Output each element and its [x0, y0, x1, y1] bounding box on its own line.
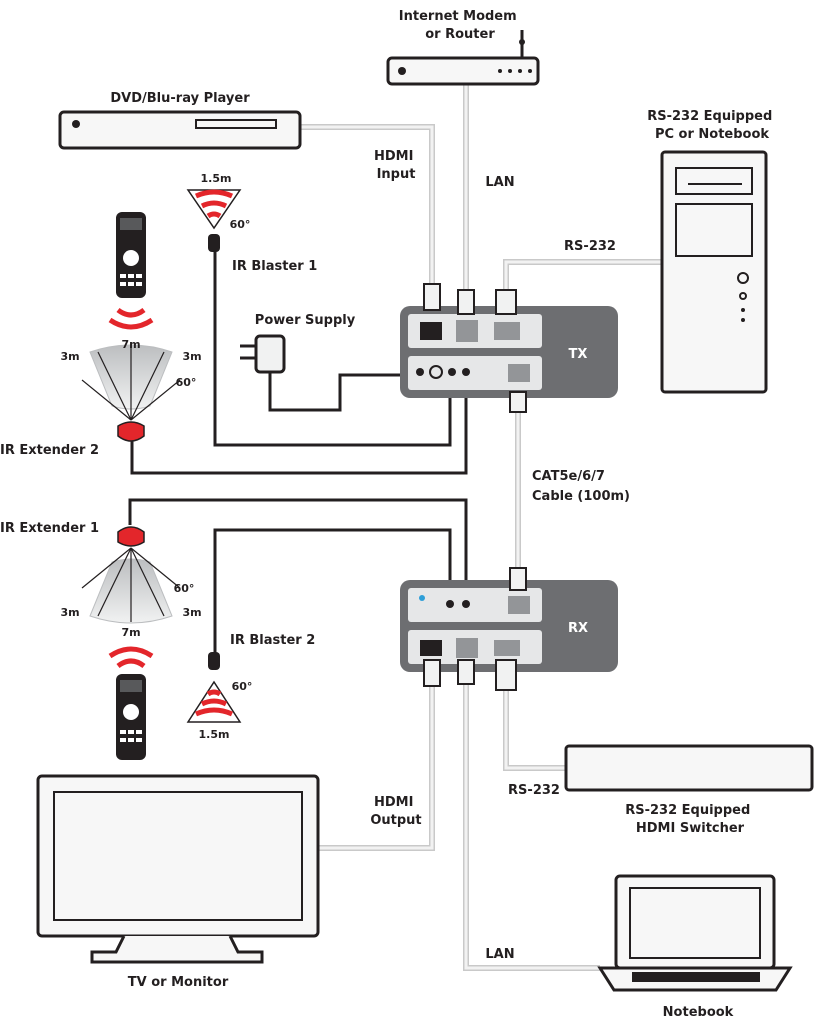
ir-blaster1	[186, 189, 242, 252]
remote-control-bottom	[108, 646, 154, 760]
rs232-top-label: RS-232	[564, 239, 616, 254]
notebook-device	[597, 874, 793, 992]
ir-blaster1-angle: 60°	[230, 218, 251, 231]
ir-extender2-fan	[81, 344, 181, 442]
ir-extender1-angle: 60°	[174, 582, 195, 595]
ir-blaster2-wire	[213, 528, 452, 655]
lan-bottom-label: LAN	[485, 947, 514, 962]
ir-extender1-label: IR Extender 1	[0, 521, 99, 536]
cat-cable-line2: Cable (100m)	[532, 489, 630, 504]
ir-blaster1-wire	[213, 250, 452, 447]
pc-tower-device	[660, 150, 768, 394]
tx-label: TX	[569, 347, 588, 362]
power-supply-label: Power Supply	[255, 313, 356, 328]
cat-cable-label: CAT5e/6/7 Cable (100m)	[532, 469, 630, 504]
power-supply-device	[240, 334, 286, 374]
ir-extender1-right-range: 3m	[182, 606, 201, 619]
switcher-label-line1: RS-232 Equipped	[625, 803, 750, 818]
tv-monitor-device	[36, 774, 320, 964]
dvd-player-label: DVD/Blu-ray Player	[110, 91, 250, 106]
pc-label: RS-232 Equipped PC or Notebook	[647, 109, 777, 142]
ir-blaster2	[186, 652, 242, 723]
hdmi-output-line1: HDMI	[374, 795, 413, 810]
pc-label-line1: RS-232 Equipped	[647, 109, 772, 124]
rs232-cable-bottom	[503, 690, 566, 771]
lan-top-label: LAN	[485, 175, 514, 190]
modem-label-line1: Internet Modem	[399, 9, 517, 24]
ir-blaster2-angle: 60°	[232, 680, 253, 693]
cat-cable-line1: CAT5e/6/7	[532, 469, 605, 484]
modem-label-line2: or Router	[425, 27, 495, 42]
rx-label: RX	[568, 621, 588, 636]
ir-extender2-right-range: 3m	[182, 350, 201, 363]
rs232-bottom-label: RS-232	[508, 783, 560, 798]
ir-extender2-label: IR Extender 2	[0, 443, 99, 458]
ir-extender2-wire	[130, 375, 468, 475]
hdmi-output-line2: Output	[370, 813, 421, 828]
remote-control-top	[108, 212, 154, 330]
ir-extender1-center-range: 7m	[121, 626, 140, 639]
hdmi-switcher-device	[564, 744, 814, 792]
ir-blaster2-range: 1.5m	[199, 728, 230, 741]
ir-extender2-left-range: 3m	[60, 350, 79, 363]
rx-unit	[400, 567, 618, 691]
hdmi-input-label: HDMI Input	[374, 149, 418, 182]
ir-wires	[128, 250, 468, 655]
power-supply-wire	[268, 370, 418, 412]
ir-extender1-fan	[81, 526, 181, 624]
cables	[300, 85, 662, 971]
ir-extender1-wire	[128, 498, 468, 590]
ir-extender2-angle: 60°	[176, 376, 197, 389]
tx-unit	[400, 283, 618, 413]
ir-extender1-left-range: 3m	[60, 606, 79, 619]
hdmi-output-label: HDMI Output	[370, 795, 421, 828]
dvd-player-device	[58, 110, 302, 150]
ir-extender2-center-range: 7m	[121, 338, 140, 351]
pc-label-line2: PC or Notebook	[655, 127, 769, 142]
lan-cable-bottom	[463, 680, 600, 971]
modem-device	[386, 30, 540, 86]
hdmi-input-line2: Input	[377, 167, 416, 182]
ir-blaster1-label: IR Blaster 1	[232, 259, 317, 274]
hdmi-input-line1: HDMI	[374, 149, 413, 164]
modem-label: Internet Modem or Router	[399, 9, 521, 42]
rs232-cable-top	[503, 259, 662, 290]
switcher-label-line2: HDMI Switcher	[636, 821, 745, 836]
notebook-label: Notebook	[663, 1005, 734, 1020]
ir-blaster1-range: 1.5m	[201, 172, 232, 185]
ir-blaster2-label: IR Blaster 2	[230, 633, 315, 648]
switcher-label: RS-232 Equipped HDMI Switcher	[625, 803, 755, 836]
tv-label: TV or Monitor	[128, 975, 229, 990]
